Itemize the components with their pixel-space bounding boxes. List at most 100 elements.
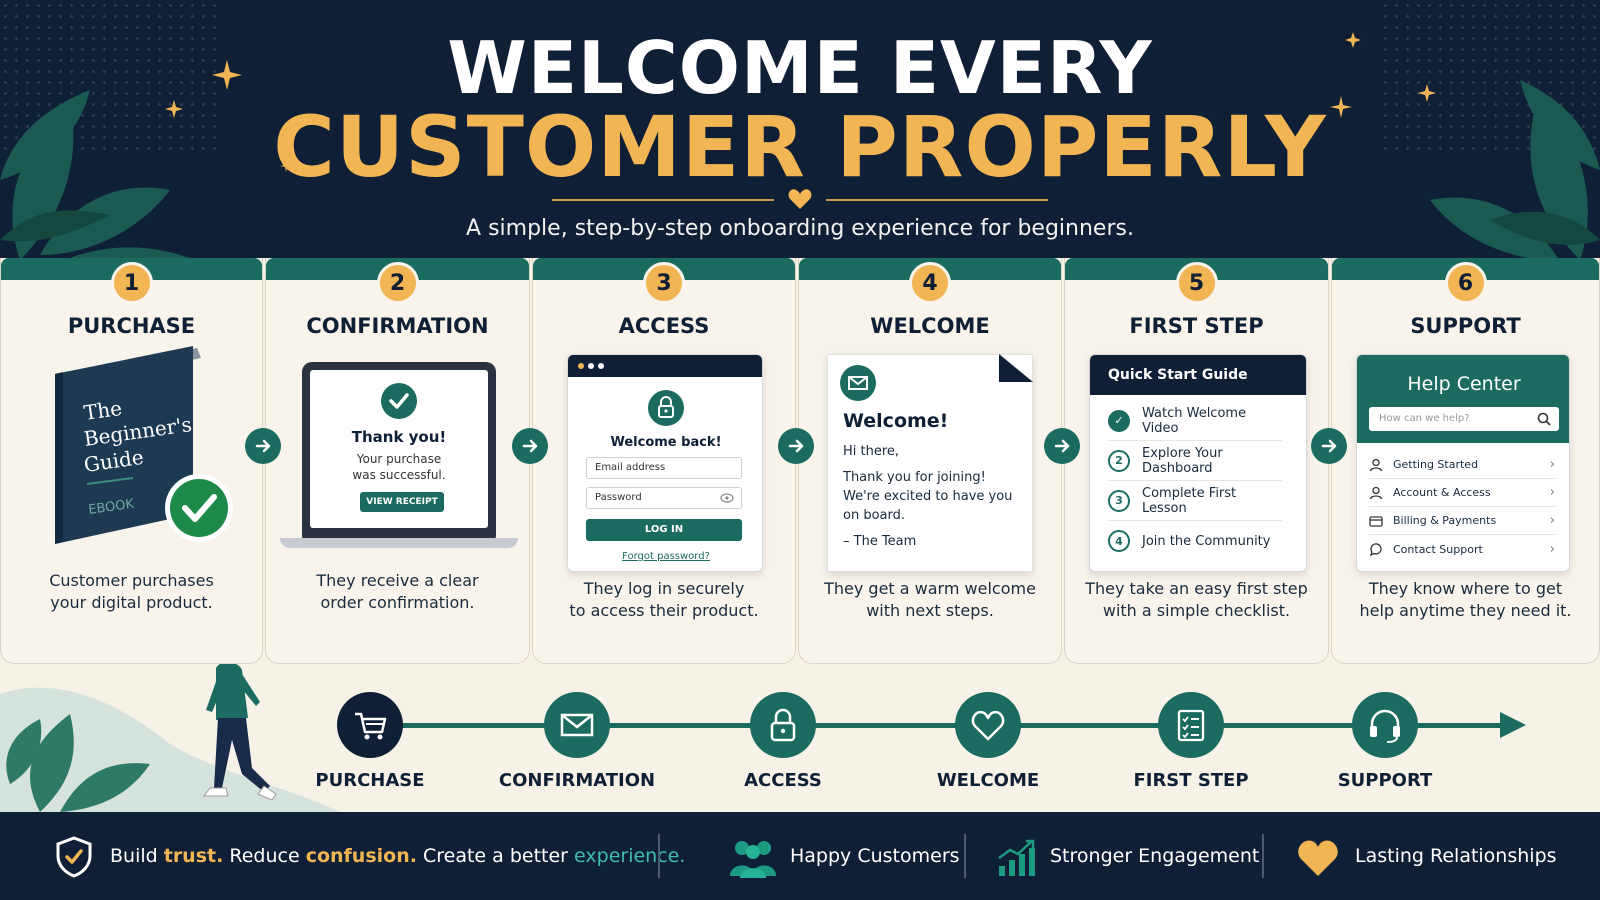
timeline-arrowhead-icon [1500, 712, 1526, 738]
forgot-password-link[interactable]: Forgot password? [622, 551, 710, 562]
help-item-account-access[interactable]: Account & Access› [1369, 479, 1555, 507]
walking-person-icon [203, 664, 277, 800]
footer-tagline: Build trust. Reduce confusion. Create a … [110, 845, 685, 867]
checklist-item[interactable]: ✓Watch Welcome Video [1108, 401, 1282, 441]
journey-label-confirmation: CONFIRMATION [498, 770, 656, 791]
checklist-icon [1177, 709, 1205, 742]
chevron-right-icon: › [1549, 513, 1555, 528]
view-receipt-button[interactable]: VIEW RECEIPT [360, 492, 444, 512]
help-item-label: Contact Support [1393, 542, 1483, 556]
sparkle-icon [1418, 84, 1436, 102]
footer-item-lasting-relationships: Lasting Relationships [1355, 845, 1557, 867]
journey-label-welcome: WELCOME [936, 770, 1040, 791]
step-desc-line-2: with a simple checklist. [1102, 601, 1291, 620]
welcome-line-2: We're excited to have you [843, 489, 1013, 504]
step-title: SUPPORT [1410, 314, 1521, 338]
welcome-line-1: Thank you for joining! [843, 470, 986, 485]
help-item-label: Account & Access [1393, 486, 1491, 499]
step-card-confirmation: 2 CONFIRMATION Thank you! Your purchase … [265, 258, 530, 664]
shield-check-icon [56, 836, 92, 878]
sparkle-icon [1330, 96, 1352, 118]
eye-icon[interactable] [720, 493, 734, 503]
tagline-part: Create a better [416, 845, 575, 867]
search-icon[interactable] [1537, 412, 1551, 426]
journey-envelope-icon [544, 692, 610, 758]
book-title-line-1: The [82, 396, 123, 425]
step-title: PURCHASE [67, 314, 196, 338]
step-desc-line-1: They get a warm welcome [824, 579, 1036, 598]
footer-separator [964, 834, 966, 878]
journey-label-first-step: FIRST STEP [1133, 770, 1249, 791]
step-desc-line-1: They receive a clear [316, 571, 479, 590]
welcome-title: Welcome! [843, 410, 949, 432]
step-desc-line-2: to access their product. [569, 601, 759, 620]
window-dot [578, 363, 584, 369]
sparkle-icon [212, 60, 242, 90]
login-button[interactable]: LOG IN [586, 519, 742, 541]
title-divider-right [826, 199, 1048, 201]
user-icon [1369, 486, 1383, 499]
login-window: Welcome back! Email address Password LOG… [567, 354, 763, 572]
chevron-right-icon: › [1549, 541, 1555, 557]
step-desc-line-2: order confirmation. [320, 593, 475, 612]
footer-item-happy-customers: Happy Customers [790, 845, 960, 867]
email-field[interactable]: Email address [586, 457, 742, 479]
chat-icon [1370, 543, 1382, 556]
tagline-trust: trust. [163, 845, 224, 867]
lock-icon [770, 708, 796, 742]
ebook-cover-icon: The Beginner's Guide EBOOK [55, 346, 233, 544]
step-title: ACCESS [618, 314, 710, 338]
quick-start-panel: Quick Start Guide ✓Watch Welcome Video 2… [1089, 354, 1307, 572]
step-card-access: 3 ACCESS Welcome back! Email address Pas… [532, 258, 796, 664]
user-icon [1369, 458, 1383, 471]
journey-heart-icon [955, 692, 1021, 758]
card-icon [1369, 515, 1383, 527]
window-dot [598, 363, 604, 369]
help-item-label: Getting Started [1393, 458, 1479, 471]
people-icon [730, 841, 776, 878]
step-desc-line-1: Customer purchases [49, 571, 214, 590]
step-number-badge: 2 [376, 262, 419, 304]
subtitle: A simple, step-by-step onboarding experi… [466, 216, 1134, 241]
headset-icon [1370, 709, 1400, 743]
title-line-2: CUSTOMER PROPERLY [273, 98, 1327, 196]
chevron-right-icon: › [1549, 457, 1555, 472]
growth-chart-icon [998, 839, 1035, 876]
help-item-contact-support[interactable]: Contact Support › [1369, 535, 1555, 563]
journey-headset-icon [1352, 692, 1418, 758]
arrow-right-icon [778, 428, 814, 464]
sparkle-icon [1345, 32, 1361, 48]
laptop-base [280, 538, 518, 548]
journey-label-purchase: PURCHASE [315, 770, 425, 791]
journey-checklist-icon [1158, 692, 1224, 758]
help-item-billing-payments[interactable]: Billing & Payments› [1369, 507, 1555, 535]
step-title: WELCOME [870, 314, 990, 338]
checklist-item[interactable]: 3 Complete First Lesson [1108, 481, 1282, 521]
lock-icon [648, 390, 684, 426]
checklist-label: Join the Community [1142, 533, 1271, 549]
footer-item-stronger-engagement: Stronger Engagement [1050, 845, 1260, 867]
step-card-first-step: 5 FIRST STEP Quick Start Guide ✓Watch We… [1064, 258, 1329, 664]
checklist-label: Watch Welcome Video [1142, 405, 1247, 436]
quick-start-title: Quick Start Guide [1090, 355, 1306, 395]
step-number-icon: 2 [1108, 449, 1130, 472]
tagline-part: Reduce [223, 845, 306, 867]
password-field[interactable]: Password [586, 487, 742, 509]
journey-label-access: ACCESS [744, 770, 822, 791]
thank-you-title: Thank you! [351, 428, 447, 446]
purchase-line-2: was successful. [352, 468, 446, 482]
title-line-1: WELCOME EVERY [447, 26, 1153, 110]
step-number-badge: 5 [1175, 262, 1218, 304]
step-number-icon: 3 [1108, 489, 1130, 512]
help-search-input[interactable]: How can we help? [1369, 407, 1559, 431]
cart-icon [355, 712, 387, 740]
footer-separator [1262, 834, 1264, 878]
tagline-confusion: confusion. [305, 845, 417, 867]
checklist-label: Complete First Lesson [1142, 485, 1237, 516]
window-titlebar [568, 355, 762, 377]
step-title: CONFIRMATION [306, 314, 489, 338]
help-item-getting-started[interactable]: Getting Started › [1369, 451, 1555, 479]
step-card-purchase: 1 PURCHASE The Beginner's Guide EBOOK Cu… [0, 258, 263, 664]
